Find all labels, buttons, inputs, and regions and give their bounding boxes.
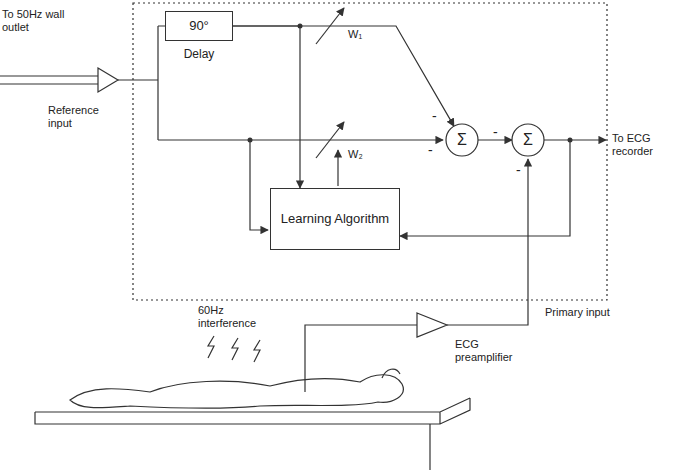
- node-title: 90°: [189, 19, 209, 34]
- sign: -: [493, 124, 498, 140]
- sign: -: [516, 162, 521, 178]
- weight-symbol: [316, 122, 344, 158]
- bed: [35, 398, 470, 424]
- sign: -: [428, 142, 433, 158]
- signal-name: Reference input: [48, 104, 104, 129]
- node-caption: Delay: [166, 48, 232, 62]
- preamplifier-label: ECG preamplifier: [455, 338, 525, 363]
- summing-junction: Σ: [511, 123, 545, 157]
- signal-connector: [233, 26, 454, 126]
- signal-connector: [233, 26, 300, 188]
- weight-name: W₂: [348, 148, 363, 161]
- patient-body: [70, 375, 403, 409]
- output-label: To ECG recorder: [612, 132, 674, 157]
- signal-connector: [400, 140, 570, 236]
- reference-buffer: [98, 68, 118, 92]
- outlet-wire: [0, 76, 98, 84]
- patient-face: [382, 369, 400, 378]
- interference-label: 60Hz interference: [198, 304, 268, 329]
- interference-bolt: [208, 336, 214, 358]
- signal-name: Primary input: [545, 306, 610, 319]
- reference-source: To 50Hz wall outlet: [2, 8, 74, 33]
- junction-dot: [248, 138, 253, 143]
- bed-leg: [429, 424, 430, 470]
- reference-wire: [250, 140, 268, 230]
- primary-wire: [447, 159, 528, 325]
- preamplifier-symbol: [417, 313, 447, 337]
- learning-algorithm-box: Learning Algorithm: [270, 188, 400, 250]
- sign: -: [432, 108, 437, 124]
- weight-name: W₁: [348, 28, 362, 41]
- node-title: Learning Algorithm: [281, 212, 389, 227]
- interference-bolt: [232, 338, 238, 360]
- interference-bolt: [254, 340, 260, 362]
- canceller-boundary: [133, 3, 607, 300]
- reference-wire: [118, 26, 165, 140]
- summing-junction: Σ: [445, 123, 479, 157]
- output-wire: [570, 139, 606, 140]
- delay-box: 90°Delay: [165, 11, 233, 41]
- node-title: Σ: [523, 131, 533, 149]
- weight-control: [337, 150, 338, 186]
- node-title: Σ: [457, 131, 467, 149]
